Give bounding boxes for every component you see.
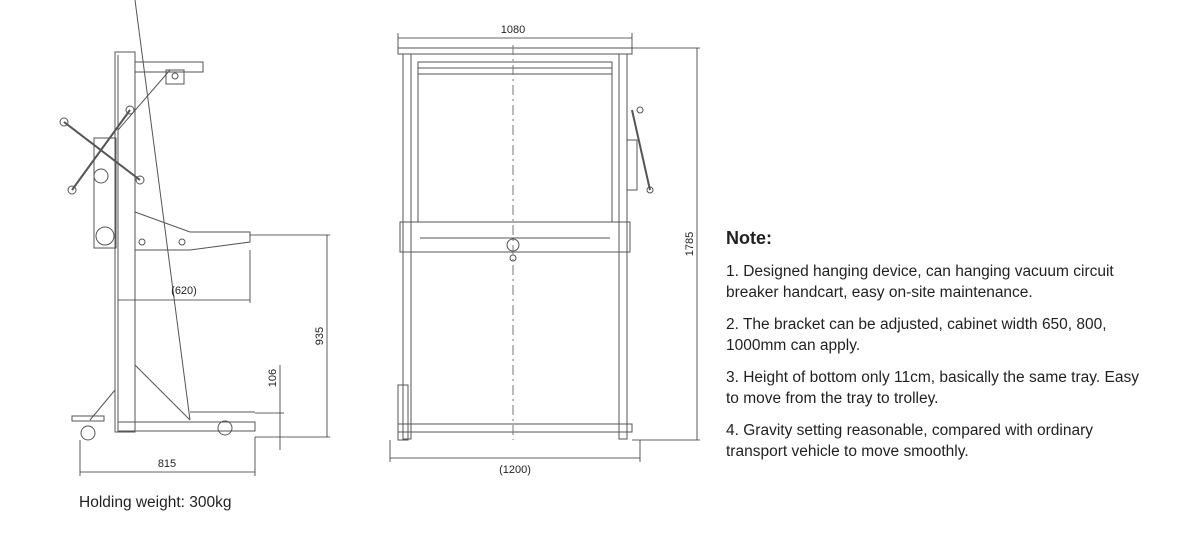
notes-title: Note: — [726, 228, 772, 248]
dim-1080: 1080 — [501, 24, 525, 36]
dim-1200: (1200) — [499, 464, 531, 476]
note-item: 2. The bracket can be adjusted, cabinet … — [726, 316, 1107, 354]
note-item: 3. Height of bottom only 11cm, basically… — [726, 369, 1139, 407]
dim-935: 935 — [314, 327, 326, 345]
front-view: 1080 1785 (1200) — [389, 24, 700, 476]
note-item: 1. Designed hanging device, can hanging … — [726, 263, 1114, 301]
dim-815: 815 — [158, 458, 176, 470]
dim-bracket-reach: (620) — [171, 285, 197, 297]
hand-crank — [63, 109, 141, 191]
dim-1785: 1785 — [684, 232, 696, 256]
winch-housing — [93, 137, 117, 249]
winch — [626, 139, 638, 191]
notes-panel: Note: 1. Designed hanging device, can ha… — [726, 228, 1156, 473]
top-beam — [397, 47, 633, 55]
castor-wheel — [80, 425, 96, 441]
holding-weight-caption: Holding weight: 300kg — [79, 494, 232, 511]
bracket — [134, 211, 251, 251]
top-arm — [134, 61, 204, 73]
top-lug — [165, 69, 185, 85]
dimension-lines — [389, 33, 700, 462]
bottom-frame — [397, 423, 633, 433]
dim-106: 106 — [267, 369, 279, 387]
side-view: (620) 935 106 815 — [59, 0, 330, 476]
cross-bracket — [399, 221, 631, 253]
dimension-lines — [79, 234, 330, 476]
base — [117, 421, 256, 432]
front-wheel — [217, 420, 233, 436]
note-item: 4. Gravity setting reasonable, compared … — [726, 422, 1094, 460]
right-post — [618, 53, 628, 440]
left-post — [402, 53, 412, 440]
